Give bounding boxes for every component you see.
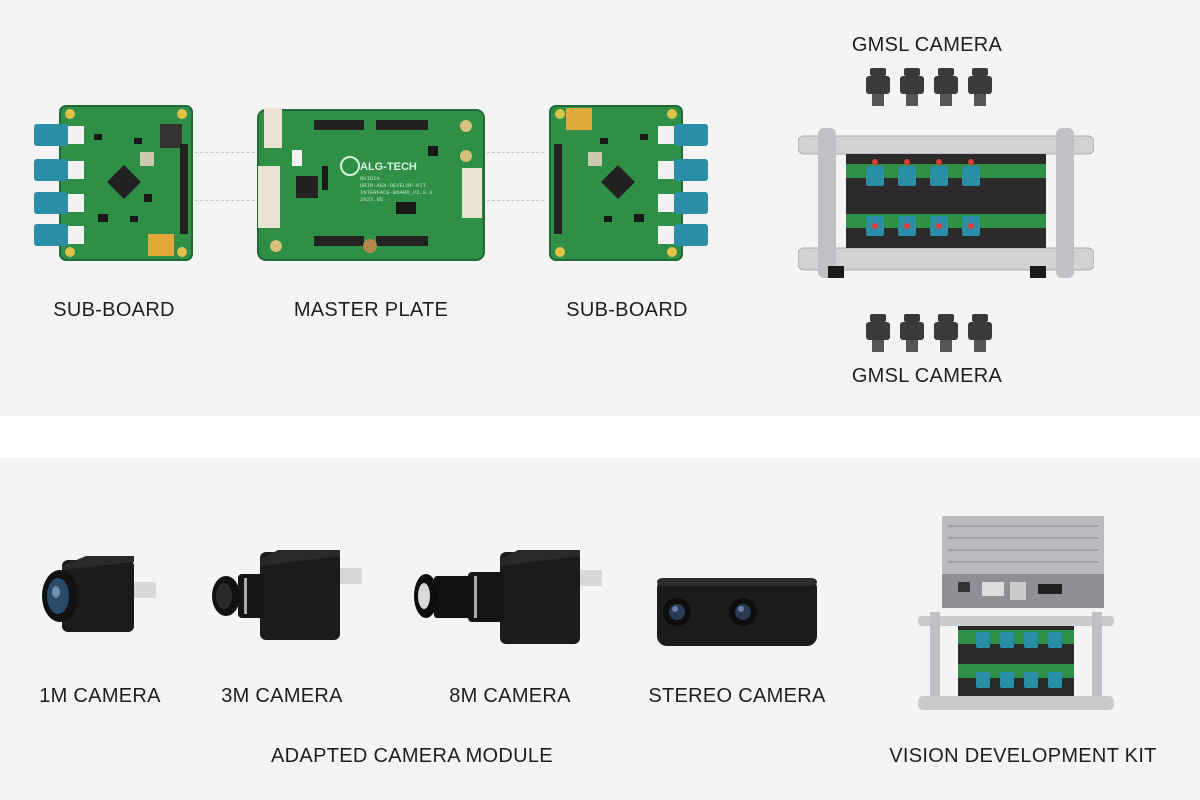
gmsl-connector-icon xyxy=(900,68,924,106)
3m-camera-label: 3M CAMERA xyxy=(221,685,343,707)
stereo-camera-label: STEREO CAMERA xyxy=(648,685,826,707)
master-plate-print-line: ORIN-AGX-DEVELOP-KIT xyxy=(360,182,427,189)
connection-line xyxy=(482,152,544,153)
gmsl-connector-icon xyxy=(934,68,958,106)
vision-development-kit-image xyxy=(918,512,1114,718)
connection-line xyxy=(190,152,260,153)
sub-board-left-label: SUB-BOARD xyxy=(53,299,175,321)
gmsl-connector-icon xyxy=(968,68,992,106)
master-plate-print-line: 2023.05 xyxy=(360,196,383,203)
gmsl-camera-top-label: GMSL CAMERA xyxy=(851,34,1003,56)
connection-line xyxy=(190,200,260,201)
gmsl-connector-icon xyxy=(866,68,890,106)
assembled-board-enclosure-image xyxy=(798,128,1094,280)
1m-camera-label: 1M CAMERA xyxy=(39,685,161,707)
gmsl-camera-bottom-label: GMSL CAMERA xyxy=(851,365,1003,387)
master-plate-print-line: INTERFACE-BOARD_V2.0.0 xyxy=(360,189,433,196)
adapted-camera-module-label: ADAPTED CAMERA MODULE xyxy=(271,745,553,767)
sub-board-left-image xyxy=(34,104,194,262)
sub-board-right-image xyxy=(544,104,712,262)
gmsl-camera-connectors-bottom xyxy=(862,312,1002,354)
gmsl-connector-icon xyxy=(968,314,992,352)
vision-development-kit-label: VISION DEVELOPMENT KIT xyxy=(889,745,1157,767)
master-plate-brand: ALG-TECH xyxy=(360,161,417,173)
1m-camera-image xyxy=(36,556,160,638)
master-plate-label: MASTER PLATE xyxy=(293,299,449,321)
8m-camera-image xyxy=(412,550,604,650)
master-plate-image: ALG-TECH NVIDIA ORIN-AGX-DEVELOP-KIT INT… xyxy=(256,106,486,262)
gmsl-connector-icon xyxy=(866,314,890,352)
gmsl-connector-icon xyxy=(934,314,958,352)
connection-line xyxy=(482,200,544,201)
8m-camera-label: 8M CAMERA xyxy=(449,685,571,707)
master-plate-print-line: NVIDIA xyxy=(360,175,381,182)
gmsl-camera-connectors-top xyxy=(862,66,1002,108)
gmsl-connector-icon xyxy=(900,314,924,352)
sub-board-right-label: SUB-BOARD xyxy=(566,299,688,321)
3m-camera-image xyxy=(208,548,364,648)
stereo-camera-image xyxy=(655,574,819,650)
